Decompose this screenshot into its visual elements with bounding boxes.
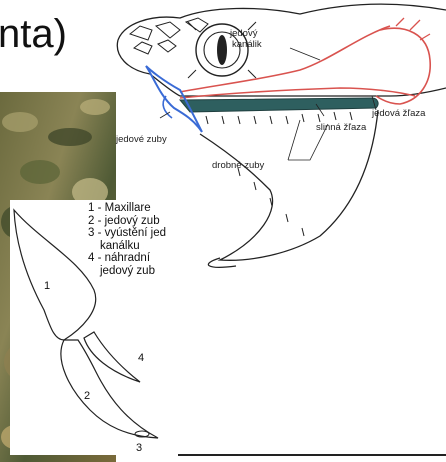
label-venom-canal-2: kanálik	[232, 39, 262, 50]
fang-number-1: 1	[44, 280, 50, 292]
legend-item-4: 4 - náhradní	[88, 252, 166, 265]
fang-number-2: 2	[84, 390, 90, 402]
maxillare-shape	[14, 210, 96, 340]
legend-item-4b: jedový zub	[88, 265, 166, 278]
fang-number-3: 3	[136, 442, 142, 454]
label-salivary-gland: slinná žľaza	[316, 122, 366, 133]
slide-title: nta)	[0, 12, 67, 57]
bottom-rule	[178, 454, 446, 456]
head-outline	[118, 4, 446, 40]
label-venom-canal-1: jedový	[230, 28, 257, 39]
label-venom-fangs: jedové zuby	[116, 134, 167, 145]
fang-legend: 1 - Maxillare 2 - jedový zub 3 - vyústěn…	[88, 202, 166, 278]
fang-number-4: 4	[138, 352, 144, 364]
salivary-gland	[180, 98, 378, 112]
legend-item-3b: kanálku	[88, 240, 166, 253]
label-venom-gland: jedová žľaza	[372, 108, 425, 119]
replacement-fang-shape	[84, 332, 140, 382]
fang-blue	[146, 66, 202, 132]
label-small-teeth: drobné zuby	[212, 160, 264, 171]
legend-item-1: 1 - Maxillare	[88, 202, 166, 215]
legend-item-2: 2 - jedový zub	[88, 215, 166, 228]
legend-item-3: 3 - vyústění jed	[88, 227, 166, 240]
